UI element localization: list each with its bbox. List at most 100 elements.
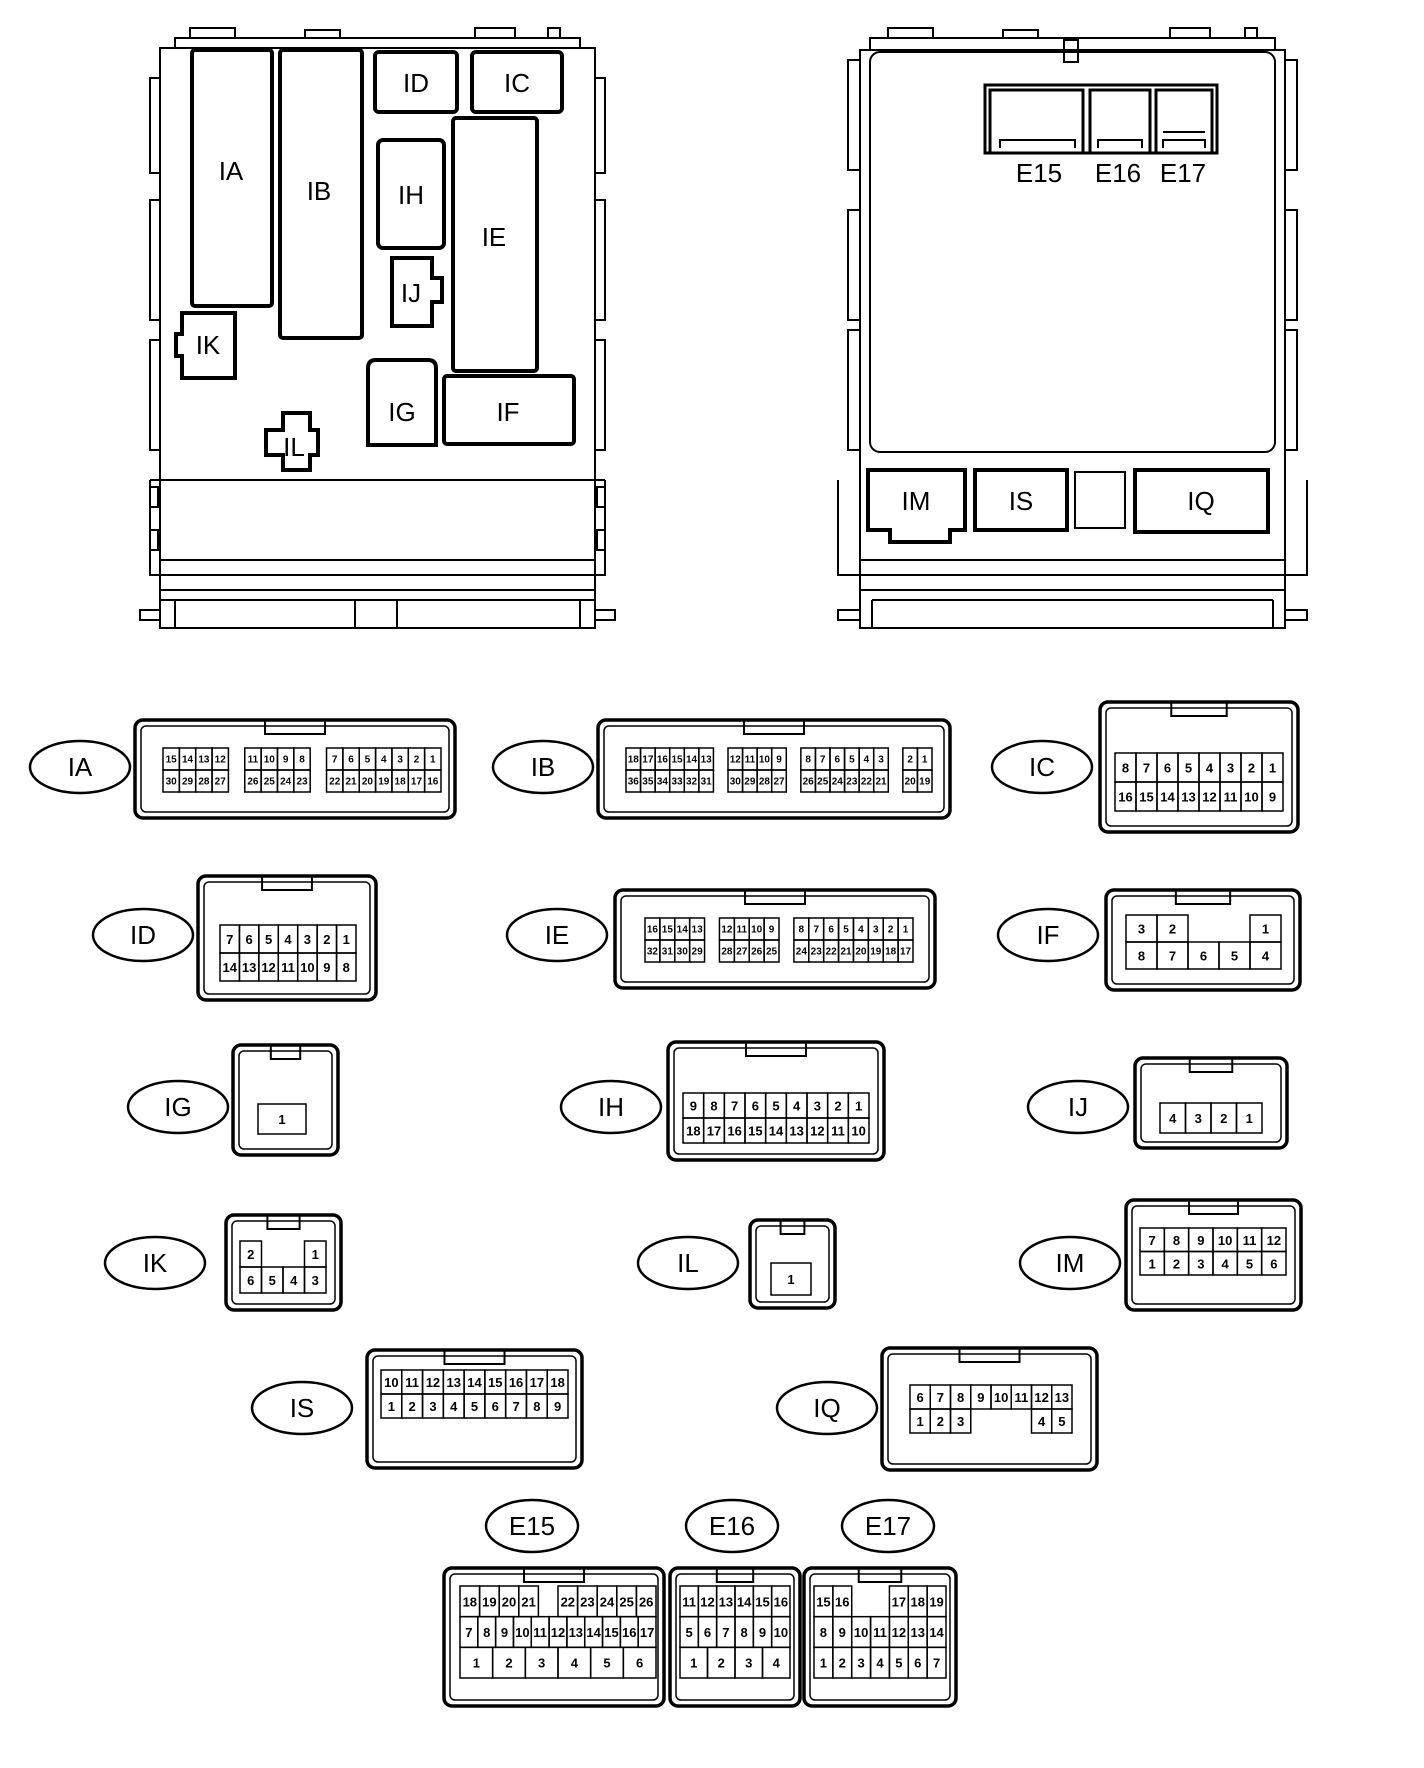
pin-number: 9 [323, 960, 330, 975]
pin-cell [423, 769, 442, 793]
pin-number: 1 [343, 932, 350, 947]
pin-number: 14 [769, 1124, 784, 1139]
pin-number: 6 [752, 1099, 759, 1114]
pin-number: 9 [1197, 1233, 1204, 1248]
connector-body [231, 1043, 340, 1157]
pin-number: 8 [741, 1625, 748, 1640]
pin-number: 6 [348, 755, 354, 766]
slot-IS [973, 468, 1069, 532]
connector-latch [1188, 1200, 1239, 1215]
pin-number: 16 [657, 755, 669, 766]
pin-number: 15 [1139, 790, 1153, 805]
pin-number: 25 [817, 777, 829, 788]
connector-inner-outline [1131, 1205, 1296, 1305]
pin-number: 31 [701, 777, 713, 788]
pin-number: 9 [769, 925, 775, 936]
connector-inner-outline [603, 725, 945, 813]
connector-latch [857, 1568, 903, 1583]
pin-number: 5 [265, 932, 272, 947]
pin-number: 1 [820, 1656, 827, 1671]
pin-number: 8 [820, 1625, 827, 1640]
pin-number: 17 [530, 1375, 544, 1390]
pin-number: 9 [501, 1625, 508, 1640]
slot-label-IL: IL [283, 432, 305, 462]
pin-cell [770, 1262, 812, 1296]
pin-number: 26 [751, 947, 763, 958]
slot-label-IH: IH [398, 180, 424, 210]
pin-number: 13 [910, 1625, 924, 1640]
pin-number: 2 [505, 1656, 512, 1671]
connector-inner-outline [755, 1225, 830, 1303]
pin-number: 11 [873, 1625, 887, 1640]
pin-number: 17 [642, 755, 654, 766]
pin-number: 11 [736, 925, 747, 936]
connector-inner-outline [620, 895, 930, 983]
pin-number: 1 [1262, 922, 1269, 937]
pin-number: 3 [745, 1656, 752, 1671]
pin-number: 23 [811, 947, 823, 958]
pin-number: 15 [816, 1594, 830, 1609]
pin-number: 18 [628, 755, 640, 766]
front-view-slots [174, 48, 576, 472]
pin-number: 23 [296, 777, 308, 788]
pin-number: 18 [910, 1594, 924, 1609]
pin-number: 27 [215, 777, 227, 788]
pin-number: 4 [876, 1656, 884, 1671]
pin-number: 2 [839, 1656, 846, 1671]
pin-number: 6 [917, 1390, 924, 1405]
pin-number: 16 [1118, 790, 1132, 805]
pin-number: 4 [381, 755, 387, 766]
pin-cell [916, 769, 933, 793]
connector-tag-ellipse [484, 1498, 580, 1554]
pin-number: 8 [805, 755, 811, 766]
pin-number: 11 [831, 1124, 845, 1139]
pin-number: 2 [414, 755, 420, 766]
pin-number: 4 [1038, 1414, 1046, 1429]
connector-body [365, 1348, 584, 1470]
pin-number: 29 [692, 947, 704, 958]
slot-label-IJ: IJ [401, 278, 421, 308]
slot-label-IM: IM [902, 486, 931, 516]
pin-number: 25 [766, 947, 778, 958]
connector-latch [523, 1568, 585, 1583]
pin-number: 12 [1267, 1233, 1281, 1248]
connector-tag-ellipse [491, 739, 595, 795]
pin-number: 16 [774, 1594, 788, 1609]
connector-tag-label: IB [531, 752, 556, 782]
pin-cell [211, 769, 230, 793]
slot-IE [451, 116, 539, 373]
pin-number: 3 [312, 1273, 319, 1288]
pin-number: 1 [430, 755, 436, 766]
slot-IG [366, 358, 438, 447]
pin-number: 4 [793, 1099, 801, 1114]
pin-number: 8 [957, 1390, 964, 1405]
pin-number: 9 [759, 1625, 766, 1640]
pin-number: 5 [895, 1656, 902, 1671]
pin-number: 32 [686, 777, 698, 788]
pin-number: 20 [905, 777, 917, 788]
rear-view-housing [837, 27, 1308, 629]
pin-cell [897, 939, 914, 963]
connector-latch [745, 1042, 807, 1057]
front-view-slot-labels: IA IB ID IC IH IE IJ IK IG IF IL [196, 68, 530, 462]
connector-inner-outline [1111, 895, 1295, 985]
connector-inner-outline [203, 881, 371, 995]
connector-tag-ellipse [126, 1079, 230, 1135]
pin-number: 12 [700, 1594, 714, 1609]
pin-number: 9 [283, 755, 289, 766]
pin-number: 4 [1206, 761, 1214, 776]
pin-number: 2 [907, 755, 913, 766]
pin-number: 11 [1243, 1233, 1257, 1248]
pin-number: 7 [1143, 761, 1150, 776]
pin-number: 2 [409, 1399, 416, 1414]
connector-body [613, 888, 937, 990]
pin-number: 2 [1220, 1111, 1227, 1126]
connector-tag-label: IG [164, 1092, 191, 1122]
pin-number: 13 [446, 1375, 460, 1390]
pin-number: 4 [864, 755, 870, 766]
connector-inner-outline [238, 1050, 333, 1150]
pin-number: 3 [304, 932, 311, 947]
